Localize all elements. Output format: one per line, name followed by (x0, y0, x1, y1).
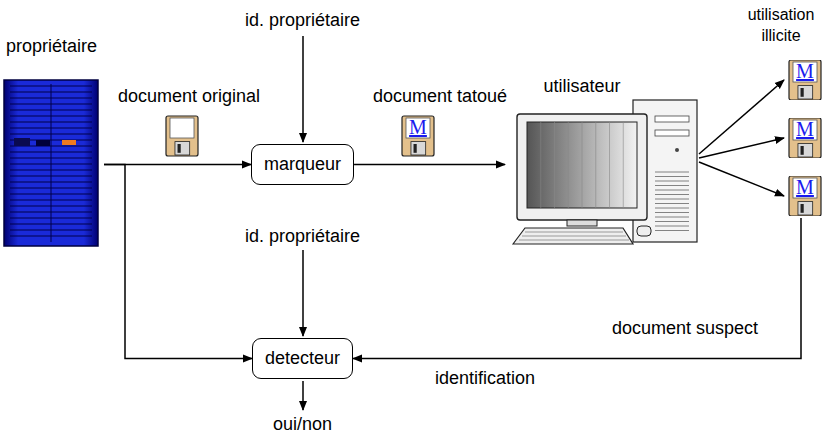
copy-floppy: M (788, 176, 822, 216)
flow-arrow (699, 162, 784, 196)
node-label: utilisateur (507, 76, 657, 97)
server-illustration (0, 36, 104, 250)
input-arrow (302, 36, 304, 142)
node-label: detecteur (265, 348, 340, 369)
node-label: propriétaire (0, 36, 104, 57)
copy-floppy: M (788, 60, 822, 100)
watermark-letter: M (788, 119, 822, 139)
input-arrow (302, 250, 304, 336)
edge-label: document tatoué (373, 86, 507, 107)
floppy-icon (402, 116, 434, 156)
watermark-letter: M (402, 117, 434, 137)
input-label: id. propriétaire (245, 10, 360, 31)
output-label: oui/non (273, 414, 332, 435)
input-label: id. propriétaire (245, 226, 360, 247)
flow-label: identification (435, 368, 535, 389)
watermark-letter: M (788, 61, 822, 81)
owner-server: propriétaire (0, 36, 104, 250)
watermark-letter: M (788, 177, 822, 197)
computer-illustration (505, 76, 705, 246)
flow-arrow (104, 164, 251, 166)
edge-label: document original (118, 86, 260, 107)
copy-floppy: M (788, 118, 822, 158)
edge-label: document suspect (612, 318, 758, 339)
node-label: marqueur (264, 154, 341, 175)
flow-arrow (104, 165, 252, 359)
user-computer: utilisateur (505, 76, 705, 246)
flow-arrow (353, 218, 801, 359)
output-arrow (302, 381, 304, 410)
flow-arrow (699, 138, 784, 158)
flow-arrow (354, 164, 505, 166)
floppy-icon (166, 116, 198, 156)
detector-box: detecteur (252, 338, 353, 379)
note-label: utilisation illicite (739, 4, 823, 46)
flow-arrow (699, 80, 784, 154)
marker-box: marqueur (251, 144, 354, 185)
